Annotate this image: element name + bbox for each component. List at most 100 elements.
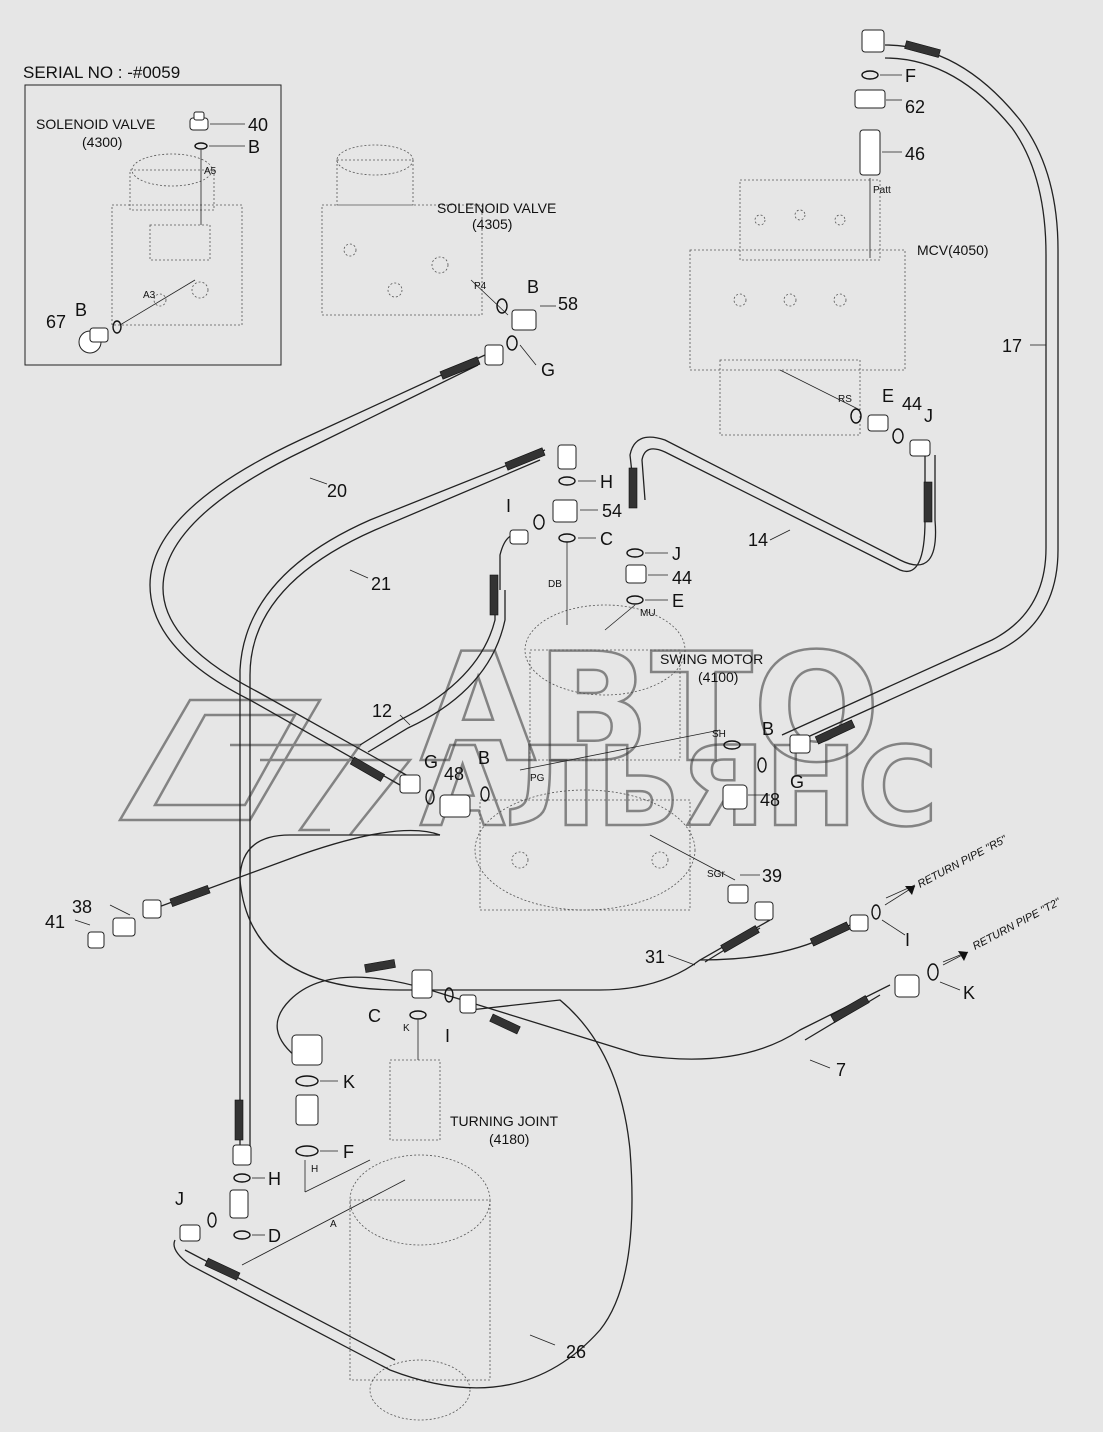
oring-i-tj-icon[interactable] bbox=[444, 987, 454, 1003]
hose-17[interactable] bbox=[781, 44, 1059, 746]
oring-h-tj-icon[interactable] bbox=[233, 1173, 251, 1183]
oring-b-p4-icon[interactable] bbox=[496, 298, 508, 314]
fitting-26-end-icon[interactable] bbox=[179, 1224, 201, 1242]
fitting-21-tj-icon[interactable] bbox=[232, 1144, 252, 1166]
callout-48a: 48 bbox=[444, 764, 464, 784]
callout-b1: B bbox=[248, 137, 260, 157]
fitting-r5-icon[interactable] bbox=[849, 914, 869, 932]
fitting-31-end-icon[interactable] bbox=[754, 901, 774, 921]
oring-h-54-icon[interactable] bbox=[558, 476, 576, 486]
hose-14[interactable] bbox=[629, 436, 937, 573]
leader-a3 bbox=[119, 279, 196, 326]
oring-i-r5-icon[interactable] bbox=[871, 904, 881, 920]
fitting-17-end-icon[interactable] bbox=[861, 29, 885, 53]
arrow-t2-head bbox=[958, 951, 968, 961]
callout-i-tj: I bbox=[445, 1026, 450, 1046]
callout-i-r5: I bbox=[905, 930, 910, 950]
oring-j-rs-icon[interactable] bbox=[892, 428, 904, 444]
adapter-44-rs-icon[interactable] bbox=[867, 414, 889, 432]
oring-b-48-icon[interactable] bbox=[480, 786, 490, 802]
port-p4: P4 bbox=[474, 281, 487, 292]
callout-12: 12 bbox=[372, 701, 392, 721]
callout-46: 46 bbox=[905, 144, 925, 164]
callout-e-rs: E bbox=[882, 386, 894, 406]
oring-k-tj-icon[interactable] bbox=[295, 1075, 319, 1087]
fitting-17-sh-icon[interactable] bbox=[789, 734, 811, 754]
elbow-48-sh-icon[interactable] bbox=[722, 784, 748, 810]
turning-joint-code: (4180) bbox=[489, 1131, 529, 1147]
oring-b-sh-icon[interactable] bbox=[723, 740, 741, 750]
callout-7: 7 bbox=[836, 1060, 846, 1080]
tee-54-icon[interactable] bbox=[552, 499, 578, 523]
oring-g-sh-icon[interactable] bbox=[757, 757, 767, 773]
callout-21: 21 bbox=[371, 574, 391, 594]
adapter-44-mu-icon[interactable] bbox=[625, 564, 647, 584]
adapter-tj-k-icon[interactable] bbox=[295, 1094, 319, 1126]
fitting-t2-icon[interactable] bbox=[894, 974, 920, 998]
hose-20[interactable] bbox=[149, 354, 486, 786]
return-arrows bbox=[884, 885, 969, 966]
oring-c-tj-icon[interactable] bbox=[409, 1010, 427, 1020]
check-46-icon[interactable] bbox=[859, 129, 881, 176]
fitting-20-pg-icon[interactable] bbox=[399, 774, 421, 794]
fittings bbox=[87, 29, 931, 1242]
elbow-58-icon[interactable] bbox=[511, 309, 537, 331]
hose-31[interactable] bbox=[239, 834, 771, 991]
port-sh: SH bbox=[712, 729, 726, 740]
oring-e-44-icon[interactable] bbox=[626, 595, 644, 605]
callout-k-tj: K bbox=[343, 1072, 355, 1092]
fitting-38-end-icon[interactable] bbox=[142, 899, 162, 919]
hose-21[interactable] bbox=[239, 449, 546, 1150]
callout-44a: 44 bbox=[902, 394, 922, 414]
swing-motor-code: (4100) bbox=[698, 669, 738, 685]
letter-callouts: F E J B G H I C J E G B B G I K C I K F … bbox=[175, 66, 975, 1246]
callout-b2: B bbox=[75, 300, 87, 320]
oring-f-tj-icon[interactable] bbox=[295, 1145, 319, 1157]
solenoid-4305-ghost bbox=[321, 144, 483, 316]
oring-e-rs-icon[interactable] bbox=[850, 408, 862, 424]
fitting-21-end-icon[interactable] bbox=[557, 444, 577, 470]
tee-62-icon[interactable] bbox=[854, 89, 886, 109]
adapter-39-icon[interactable] bbox=[727, 884, 749, 904]
fitting-7-end-icon[interactable] bbox=[291, 1034, 323, 1066]
adapter-38-icon[interactable] bbox=[112, 917, 136, 937]
oring-j-tj-icon[interactable] bbox=[207, 1212, 217, 1228]
oring-f-top-icon[interactable] bbox=[861, 70, 879, 80]
swing-motor-label: SWING MOTOR bbox=[660, 651, 763, 667]
oring-g-p4-icon[interactable] bbox=[506, 335, 518, 351]
watermark-line2: АЛЬЯНС bbox=[420, 723, 938, 851]
mcv-label: MCV(4050) bbox=[917, 242, 989, 258]
leaders bbox=[74, 74, 1046, 1346]
oring-c-54-icon[interactable] bbox=[558, 533, 576, 543]
fitting-26-tj-icon[interactable] bbox=[459, 994, 477, 1014]
port-mu: MU bbox=[640, 608, 656, 619]
callout-h-54: H bbox=[600, 472, 613, 492]
oring-d-tj-icon[interactable] bbox=[233, 1230, 251, 1240]
plug-40-icon[interactable] bbox=[189, 111, 209, 131]
fitting-20-end-icon[interactable] bbox=[484, 344, 504, 366]
cap-41-icon[interactable] bbox=[87, 931, 105, 949]
oring-i-54-icon[interactable] bbox=[533, 514, 545, 530]
hose-38[interactable] bbox=[144, 829, 441, 913]
oring-b2-icon[interactable] bbox=[112, 320, 122, 334]
callout-b-48: B bbox=[478, 748, 490, 768]
port-a3: A3 bbox=[143, 290, 156, 301]
hose-r5[interactable] bbox=[699, 919, 861, 961]
port-k: K bbox=[403, 1023, 410, 1034]
oring-k-t2-icon[interactable] bbox=[927, 963, 939, 981]
fitting-12-end-icon[interactable] bbox=[509, 529, 529, 545]
fitting-14-end-icon[interactable] bbox=[909, 439, 931, 457]
callout-58: 58 bbox=[558, 294, 578, 314]
tee-tj-d-icon[interactable] bbox=[229, 1189, 249, 1219]
oring-j-44-icon[interactable] bbox=[626, 548, 644, 558]
plug-67-icon[interactable] bbox=[78, 327, 109, 354]
hoses bbox=[144, 44, 1059, 1389]
oring-g-48-icon[interactable] bbox=[425, 789, 435, 805]
adapter-tj-c-icon[interactable] bbox=[411, 969, 433, 999]
serial-title: SERIAL NO : -#0059 bbox=[23, 63, 180, 82]
oring-b-icon[interactable] bbox=[194, 142, 208, 150]
elbow-48-pg-icon[interactable] bbox=[439, 794, 471, 818]
callout-j-rs: J bbox=[924, 406, 933, 426]
callout-41: 41 bbox=[45, 912, 65, 932]
callout-44b: 44 bbox=[672, 568, 692, 588]
